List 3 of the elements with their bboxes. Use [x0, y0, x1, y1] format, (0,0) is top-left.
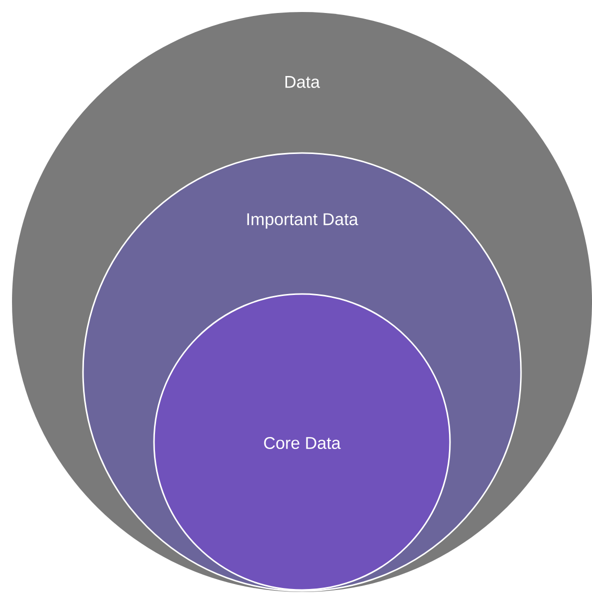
- circle-label: Data: [285, 76, 320, 88]
- circle-label: Important Data: [247, 213, 358, 229]
- circle-label: Core Data: [264, 436, 341, 450]
